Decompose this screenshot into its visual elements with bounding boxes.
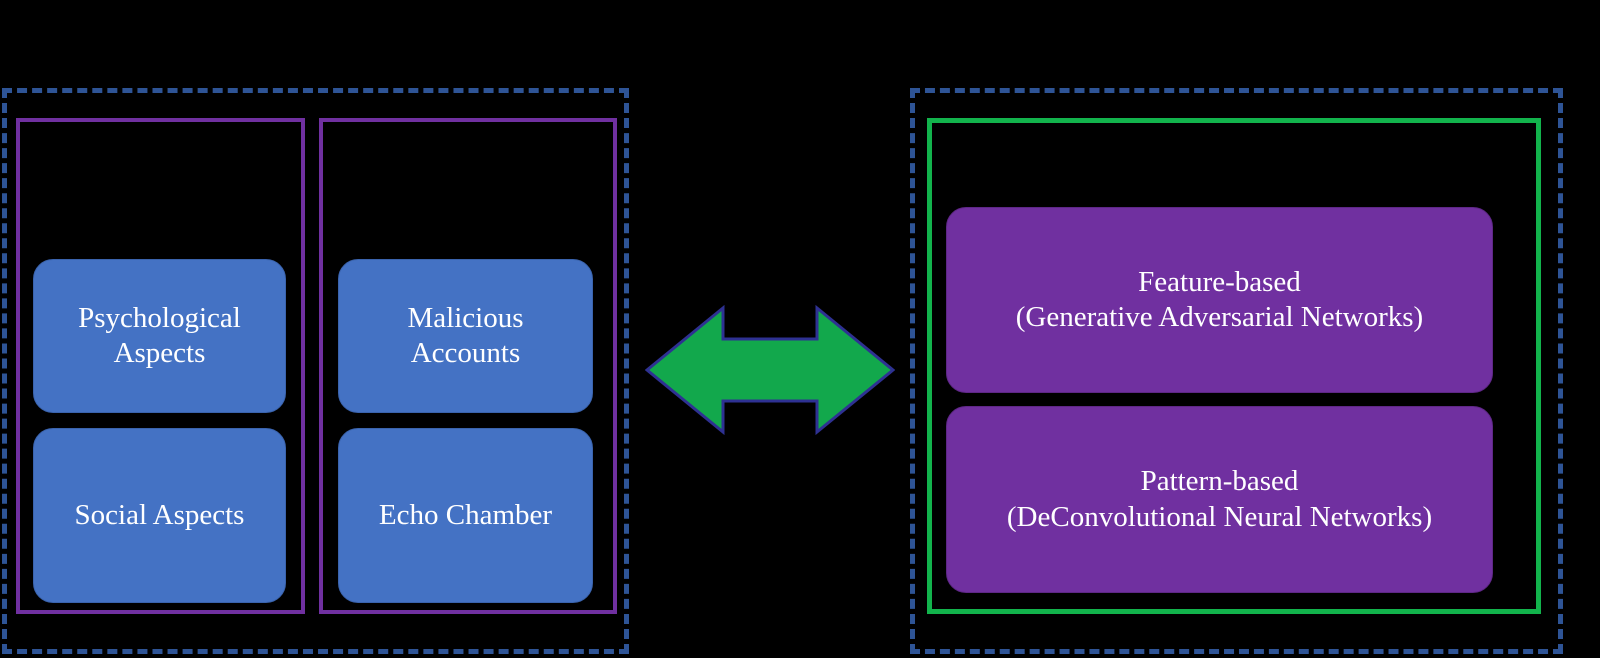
node-psychological-aspects[interactable]: Psychological Aspects — [33, 259, 286, 413]
node-social-aspects[interactable]: Social Aspects — [33, 428, 286, 603]
node-malicious-accounts[interactable]: Malicious Accounts — [338, 259, 593, 413]
node-pattern-based[interactable]: Pattern-based (DeConvolutional Neural Ne… — [946, 406, 1493, 593]
arrow-shape — [644, 304, 896, 436]
node-feature-based[interactable]: Feature-based (Generative Adversarial Ne… — [946, 207, 1493, 393]
subgroup-frame-psychosocial — [16, 118, 305, 614]
double-headed-arrow-icon — [644, 303, 896, 437]
double-headed-arrow-svg — [644, 304, 896, 436]
subgroup-frame-models — [927, 118, 1541, 614]
left-dashed-group — [2, 88, 629, 654]
node-echo-chamber[interactable]: Echo Chamber — [338, 428, 593, 603]
right-dashed-group — [910, 88, 1563, 654]
subgroup-frame-accounts — [319, 118, 617, 614]
